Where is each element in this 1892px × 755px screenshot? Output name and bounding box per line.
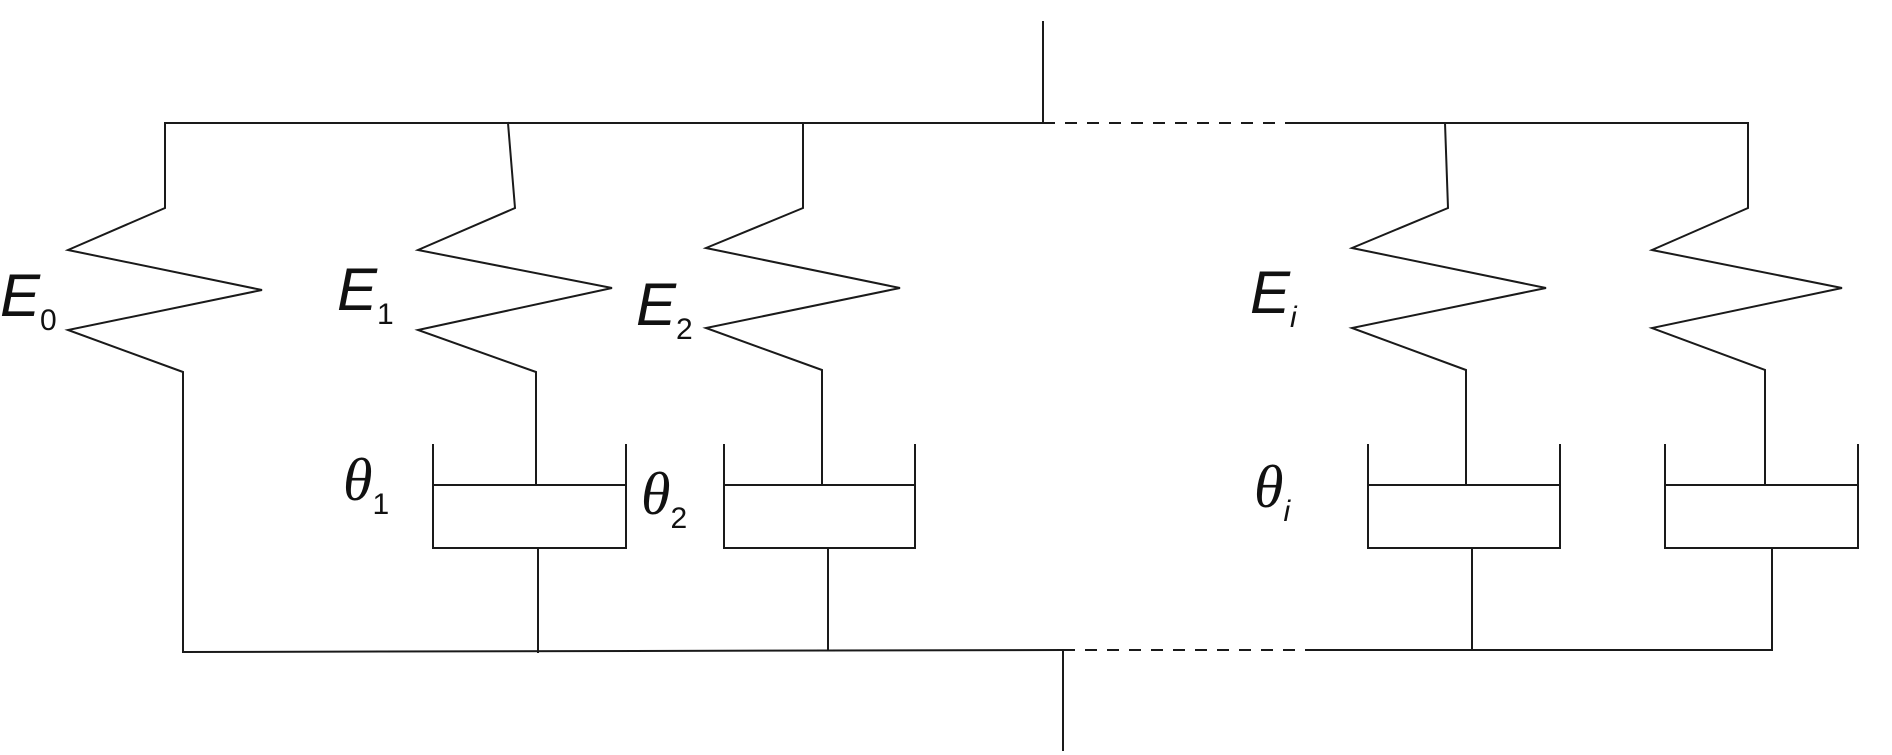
- label-ei: Ei: [1250, 259, 1298, 334]
- dashpot-thetai: [1367, 444, 1561, 651]
- spring-e1: [414, 121, 613, 486]
- label-theta1: θ1: [343, 447, 389, 521]
- dashpot-thetan: [1664, 444, 1859, 651]
- spring-e2: [702, 122, 901, 486]
- label-theta2: θ2: [641, 461, 687, 535]
- label-e0: E0: [0, 262, 57, 337]
- spring-e0: [64, 122, 263, 653]
- label-e1: E1: [337, 256, 394, 331]
- spring-ei: [1348, 121, 1547, 486]
- label-thetai: θi: [1254, 454, 1291, 528]
- dashpot-theta1: [432, 444, 627, 653]
- label-e2: E2: [636, 271, 693, 346]
- dashpot-theta2: [723, 444, 916, 651]
- spring-en: [1648, 122, 1843, 486]
- bottom-rail-left: [181, 648, 1065, 654]
